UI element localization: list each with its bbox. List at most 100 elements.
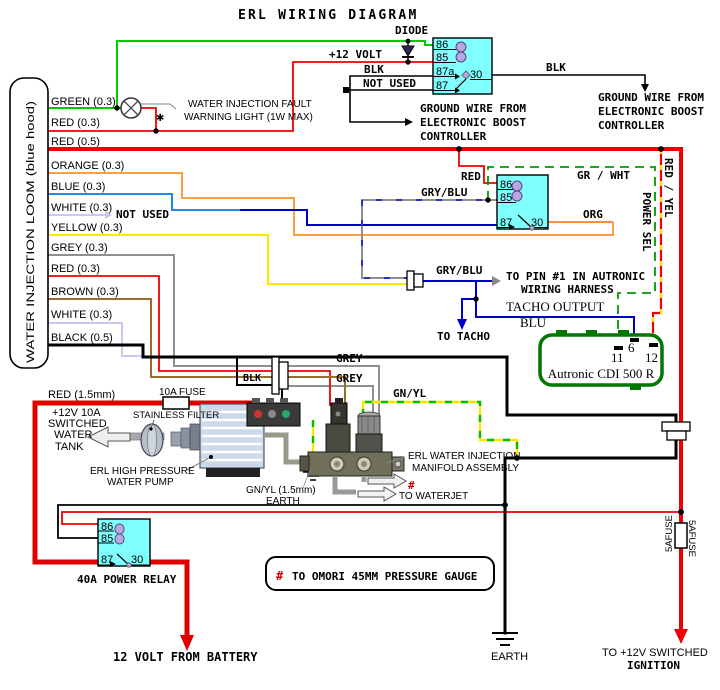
diode-label: DIODE: [395, 24, 428, 37]
relay-pin: 87: [500, 217, 512, 229]
wire-blue-pin1: [423, 280, 635, 340]
fault-light-label: WARNING LIGHT (1W MAX): [184, 112, 313, 123]
manifold-body: [307, 451, 393, 477]
wire-red-lamp: [141, 107, 157, 131]
labels: ERL WIRING DIAGRAM DIODE +12 VOLT BLK NO…: [48, 8, 708, 672]
relay-pin: 87: [436, 80, 448, 92]
loom-wire-label: GREY (0.3): [51, 242, 108, 254]
pump-outlet-pipe: [264, 432, 305, 465]
blk-pump-label: BLK: [243, 373, 261, 384]
gryblu-label: GRY/BLU: [421, 186, 468, 199]
wire-red-battery: [32, 400, 255, 640]
redyel-label: RED / YEL: [662, 158, 675, 218]
blk-30-label: BLK: [546, 61, 566, 74]
cdi-pin-6: [630, 338, 639, 342]
relay-switch-arm: [455, 78, 467, 90]
water-injection-loom: WATER INJECTION LOOM (blue hood) GREEN (…: [9, 77, 124, 369]
ignition-label: IGNITION: [627, 659, 680, 672]
wire-red-ign-to-relay86: [61, 511, 681, 525]
relay-power: 86 85 87 30: [97, 518, 151, 568]
power-relay-label: 40A POWER RELAY: [77, 573, 177, 586]
gnyl-earth-label: GN/YL (1.5mm): [246, 485, 316, 496]
relay-pin: 86: [500, 179, 512, 191]
water-tank-label: TANK: [55, 441, 84, 453]
loom-wire-label: RED (0.3): [51, 263, 100, 275]
wire-relay85-earth: [57, 504, 505, 539]
waterjet-label: TO WATERJET: [399, 491, 468, 502]
junction-dots: [114, 38, 684, 515]
wire-black-earth-bus: [46, 343, 678, 635]
relay-coil: [511, 190, 523, 202]
wire-red-sol: [288, 370, 331, 406]
manifold-label: ERL WATER INJECTION: [408, 451, 520, 462]
switched-label: SWITCHED: [48, 418, 107, 430]
relay-pin: 30: [470, 69, 482, 81]
fuse10-label: 10A FUSE: [159, 387, 206, 398]
notused-87-label: NOT USED: [363, 77, 416, 90]
cdi-pin-label: 12: [645, 350, 658, 365]
relay-switch-pivot: [529, 225, 535, 231]
wire-red2-loom: [48, 275, 272, 372]
diode: [401, 41, 415, 62]
connector-pump-loom: [271, 356, 289, 395]
ignition-label: TO +12V SWITCHED: [602, 647, 708, 659]
fault-light-label: WATER INJECTION FAULT: [188, 99, 312, 110]
wire-grey-loom: [48, 254, 272, 367]
fuse-10a: [162, 396, 190, 410]
water-tank-label: WATER: [54, 429, 93, 441]
wire-gry-blu-dash: [361, 199, 497, 279]
wire-grey-2: [288, 385, 374, 420]
manifold-tube-1: [332, 476, 356, 495]
star-marker: ✱: [156, 113, 164, 124]
gnyl-earth-label: EARTH: [266, 496, 300, 507]
gryblu-label: GRY/BLU: [436, 264, 483, 277]
manifold-label: MANIFOLD ASSEMBLY: [412, 463, 519, 474]
to-tacho-label: TO TACHO: [437, 330, 490, 343]
solenoid-1-body: [325, 423, 351, 455]
cdi-pin-label: 6: [628, 340, 635, 355]
wire-blue-dark: [240, 209, 497, 226]
pump-label: WATER PUMP: [107, 477, 174, 488]
manifold-assembly: [299, 398, 407, 502]
relay-switch-arm: [517, 214, 532, 228]
cdi-name: Autronic CDI 500 R: [548, 366, 655, 381]
powersel-label: POWER SEL: [640, 192, 653, 252]
loom-wire-label: GREEN (0.3): [51, 96, 116, 108]
fuse-5a: [674, 522, 688, 549]
relay-coil: [511, 180, 523, 192]
loom-label: WATER INJECTION LOOM (blue hood): [25, 101, 37, 363]
grwht-label: GR / WHT: [577, 169, 630, 182]
red-label: RED: [461, 170, 481, 183]
notused-white-label: NOT USED: [116, 208, 169, 221]
wire-red-bus: [46, 147, 683, 634]
earth-label: EARTH: [491, 651, 528, 663]
gnyl-label: GN/YL: [393, 387, 426, 400]
cdi-pin-11: [614, 346, 623, 350]
relay-pin: 87a: [436, 66, 455, 78]
wire-blk-pump: [236, 357, 283, 404]
pump-leader-line: [186, 457, 210, 471]
omori-label: TO OMORI 45MM PRESSURE GAUGE: [292, 570, 477, 583]
plus12volt-label: +12 VOLT: [329, 48, 382, 61]
tacho-output-label: TACHO OUTPUT: [506, 299, 604, 314]
relay-coil: [114, 523, 125, 535]
connector-harness: [406, 270, 424, 291]
loom-wire-label: RED (0.3): [51, 117, 100, 129]
loom-wire-label: RED (0.5): [51, 136, 100, 148]
wire-blue-loom: [48, 193, 240, 211]
filter-leader-line: [150, 419, 155, 429]
battery-label: 12 VOLT FROM BATTERY: [113, 650, 258, 664]
wire-blk-87a: [349, 75, 433, 123]
loom-wire-label: WHITE (0.3): [51, 202, 112, 214]
ignition-arrow: [674, 629, 688, 644]
relay-switch-pivot: [461, 70, 471, 80]
wire-orange-loom: [48, 172, 614, 236]
relay-mid: 86 85 87 30: [496, 174, 549, 231]
to-pin1-arrow: [492, 276, 501, 286]
grey-label: GREY: [336, 352, 363, 365]
relay-pin: 85: [500, 192, 512, 204]
loom-wire-label: WHITE (0.3): [51, 309, 112, 321]
to-tacho-arrow: [457, 319, 467, 330]
relay-pin: 85: [101, 533, 113, 545]
relay-switch-pivot: [126, 562, 132, 568]
